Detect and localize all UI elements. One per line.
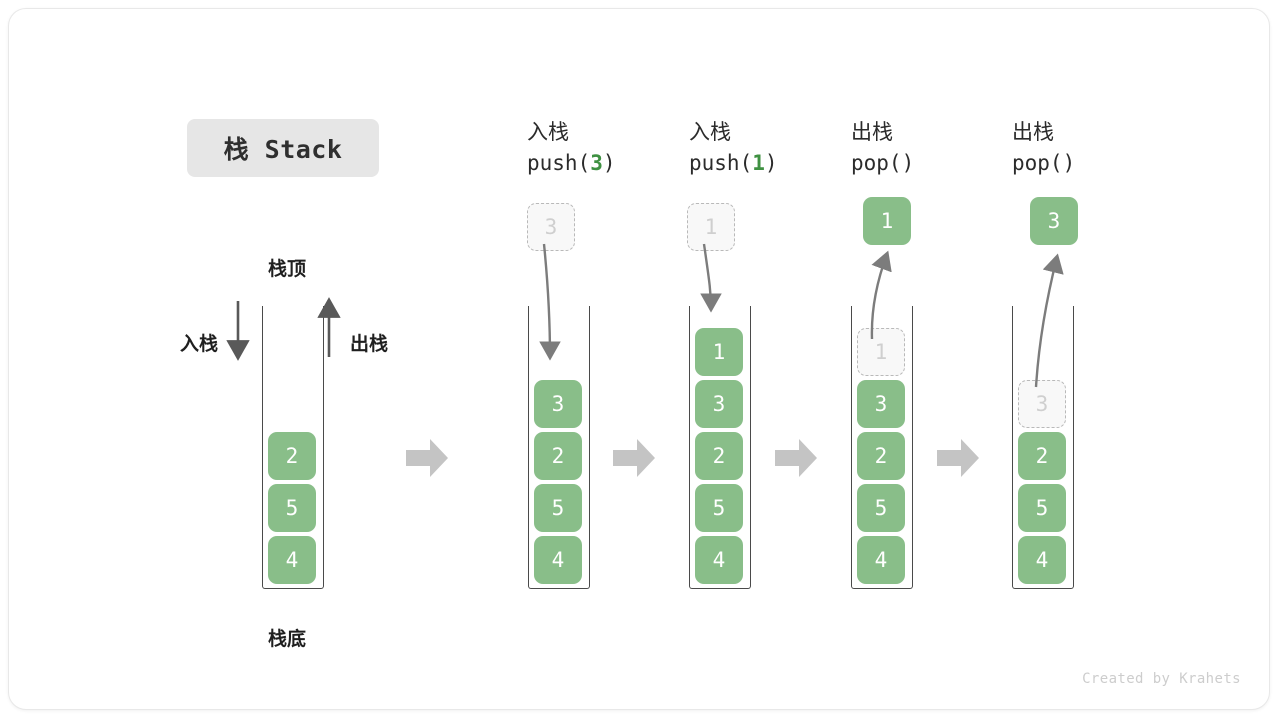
column-header-cn: 入栈 (689, 120, 731, 144)
stack-frame-pop-3 (1012, 306, 1074, 589)
diagram-card: 栈 Stack 栈顶 入栈 出栈 2 5 4 栈底 入栈 push(3) 3 3… (8, 8, 1270, 710)
push-direction-label: 入栈 (180, 333, 219, 355)
stack-box: 1 (695, 328, 743, 376)
transition-arrow-icon (775, 439, 817, 477)
stack-box: 3 (534, 380, 582, 428)
stack-box: 4 (1018, 536, 1066, 584)
stack-box: 2 (857, 432, 905, 480)
stack-frame-pop-1 (851, 306, 913, 589)
popped-box: 1 (863, 197, 911, 245)
popped-box: 3 (1030, 197, 1078, 245)
stack-frame-push-3 (528, 306, 590, 589)
stack-box: 5 (534, 484, 582, 532)
stack-frame-push-1 (689, 306, 751, 589)
column-header-code: pop() (1012, 151, 1076, 175)
transition-arrow-icon (937, 439, 979, 477)
diagram-title: 栈 Stack (187, 119, 379, 177)
incoming-ghost-box: 1 (687, 203, 735, 251)
stack-box: 3 (857, 380, 905, 428)
transition-arrow-icon (406, 439, 448, 477)
stack-box: 4 (695, 536, 743, 584)
stack-box: 5 (268, 484, 316, 532)
incoming-ghost-box: 3 (527, 203, 575, 251)
stack-box: 5 (857, 484, 905, 532)
stack-box: 4 (268, 536, 316, 584)
column-header-pop-3: 出栈 pop() (1012, 117, 1182, 179)
diagram-title-text: 栈 Stack (223, 135, 343, 164)
stack-box: 2 (695, 432, 743, 480)
column-header-cn: 出栈 (1012, 120, 1054, 144)
stack-bottom-label: 栈底 (268, 628, 307, 650)
column-header-code: push(3) (527, 151, 616, 175)
stack-frame-initial (262, 306, 324, 589)
column-header-push-1: 入栈 push(1) (689, 117, 859, 179)
transition-arrow-icon (613, 439, 655, 477)
column-header-cn: 出栈 (851, 120, 893, 144)
stack-box: 4 (534, 536, 582, 584)
code-argument: 3 (590, 151, 603, 175)
column-header-cn: 入栈 (527, 120, 569, 144)
stack-box-vacated: 3 (1018, 380, 1066, 428)
pop-direction-label: 出栈 (350, 333, 389, 355)
stack-box: 5 (695, 484, 743, 532)
code-argument: 1 (752, 151, 765, 175)
stack-box: 5 (1018, 484, 1066, 532)
stack-box: 4 (857, 536, 905, 584)
push-flow-arrow-icon (700, 243, 722, 313)
column-header-code: pop() (851, 151, 915, 175)
stack-box: 2 (1018, 432, 1066, 480)
stack-box-vacated: 1 (857, 328, 905, 376)
stack-box: 3 (695, 380, 743, 428)
column-header-pop-1: 出栈 pop() (851, 117, 1021, 179)
stack-box: 2 (268, 432, 316, 480)
column-header-push-3: 入栈 push(3) (527, 117, 697, 179)
stack-box: 2 (534, 432, 582, 480)
column-header-code: push(1) (689, 151, 778, 175)
arrow-overlay (226, 243, 1064, 388)
stack-top-label: 栈顶 (268, 258, 307, 280)
credit-text: Created by Krahets (1082, 671, 1241, 687)
